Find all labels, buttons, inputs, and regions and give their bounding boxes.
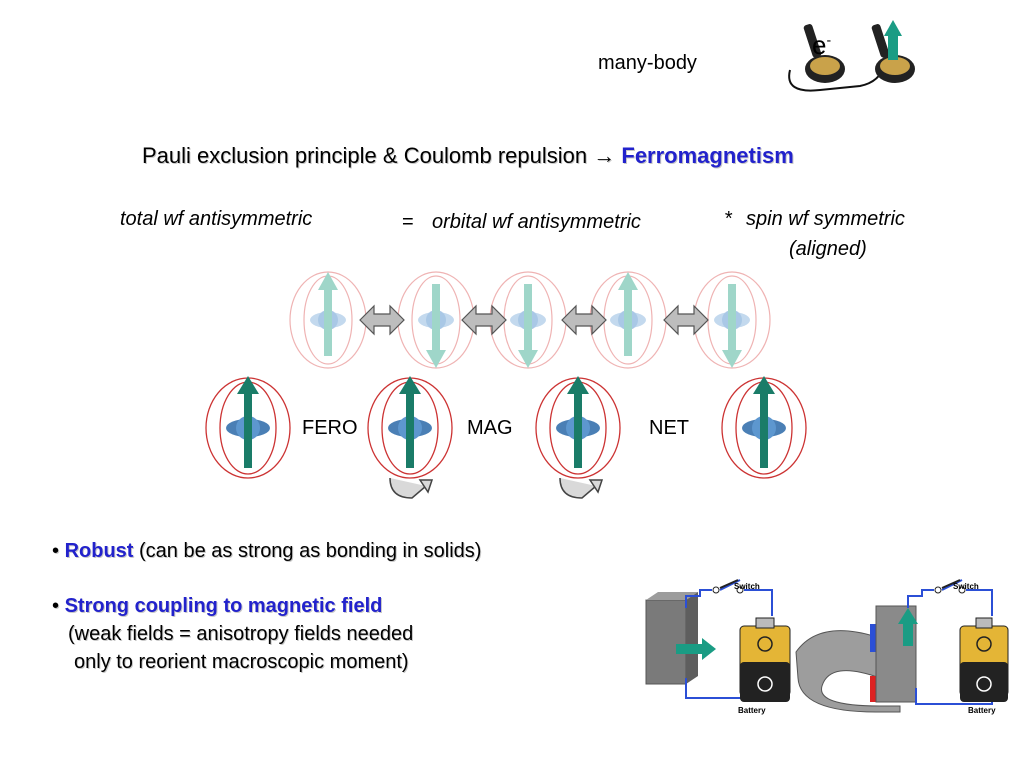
bullet-robust-text: (can be as strong as bonding in solids) xyxy=(133,540,482,562)
spin-note: (aligned) xyxy=(789,238,867,260)
aligned-dipole-row xyxy=(205,375,807,499)
bullet-coupling-highlight: Strong coupling to magnetic field xyxy=(64,595,383,617)
double-arrow-icon xyxy=(561,305,607,335)
many-body-label: many-body xyxy=(598,52,697,74)
double-arrow-icon xyxy=(461,305,507,335)
telephone-illustration xyxy=(788,20,915,92)
equals-sign: = xyxy=(402,211,414,233)
right-circuit xyxy=(795,579,1009,713)
spin-wf-text: spin wf symmetric xyxy=(746,208,905,230)
label-fero: FERO xyxy=(302,417,358,439)
bullet-coupling-line3: only to reorient macroscopic moment) xyxy=(74,651,409,673)
switch-label-right: Switch xyxy=(953,582,979,591)
dipole-4 xyxy=(721,375,807,479)
antiparallel-dipole-row xyxy=(289,271,771,369)
faded-dipole-1 xyxy=(289,271,367,369)
faded-dipole-3 xyxy=(489,271,567,369)
telephone-right-icon xyxy=(871,24,915,83)
title-highlight: Ferromagnetism xyxy=(621,143,794,168)
spin-up-arrow-icon xyxy=(884,20,902,60)
bullet-coupling: • Strong coupling to magnetic field xyxy=(52,595,383,617)
faded-dipole-2 xyxy=(397,271,475,369)
battery-icon xyxy=(959,617,1009,702)
dipole-3 xyxy=(535,375,621,479)
label-mag: MAG xyxy=(467,417,513,439)
phone-cord xyxy=(788,63,886,92)
slide-title: Pauli exclusion principle & Coulomb repu… xyxy=(142,143,794,169)
electron-label: e- xyxy=(812,30,832,60)
faded-dipole-5 xyxy=(693,271,771,369)
left-circuit xyxy=(645,579,791,702)
double-arrow-icon xyxy=(359,305,405,335)
iron-block xyxy=(645,599,687,685)
total-wf-text: total wf antisymmetric xyxy=(120,208,313,230)
dipole-1 xyxy=(205,375,291,479)
telephone-left-icon xyxy=(803,24,845,83)
rotation-arrow-icon xyxy=(389,477,434,499)
rotation-arrow-icon xyxy=(559,477,604,499)
times-sign: * xyxy=(724,208,732,230)
battery-label-right: Battery xyxy=(968,706,996,715)
double-arrow-icon xyxy=(663,305,709,335)
dipole-2 xyxy=(367,375,453,479)
bullet-robust: • Robust (can be as strong as bonding in… xyxy=(52,540,482,562)
bullet-robust-highlight: Robust xyxy=(64,540,134,562)
orbital-wf-text: orbital wf antisymmetric xyxy=(432,211,641,233)
bullet-coupling-line2: (weak fields = anisotropy fields needed xyxy=(68,623,414,645)
arrow-right-icon xyxy=(676,638,716,660)
title-prefix: Pauli exclusion principle & Coulomb repu… xyxy=(142,143,588,168)
battery-label-left: Battery xyxy=(738,706,766,715)
battery-icon xyxy=(739,617,791,702)
label-net: NET xyxy=(649,417,689,439)
switch-label-left: Switch xyxy=(734,582,760,591)
electromagnet-circuit-illustration xyxy=(645,579,1009,713)
faded-dipole-4 xyxy=(589,271,667,369)
title-arrow: → xyxy=(593,143,616,168)
arrow-up-icon xyxy=(898,608,918,646)
